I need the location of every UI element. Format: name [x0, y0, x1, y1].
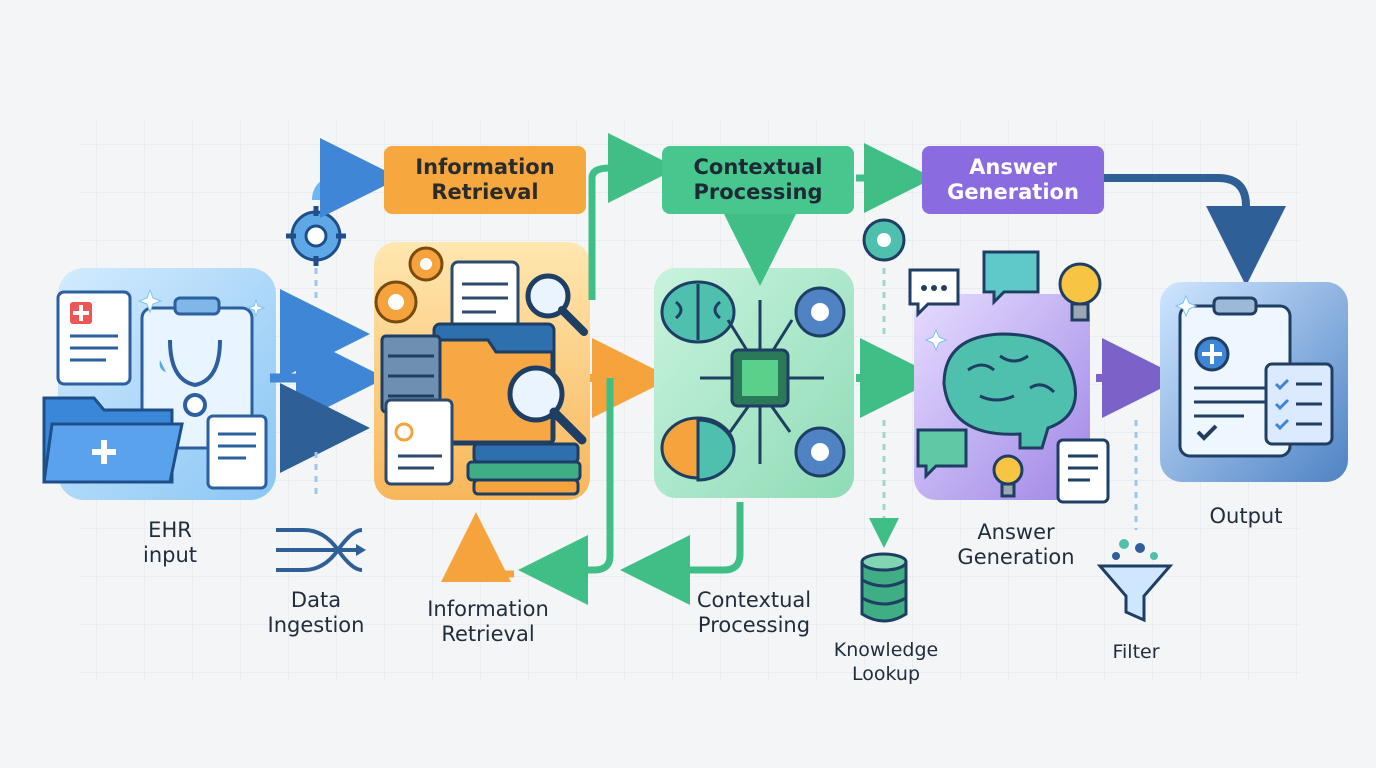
information-retrieval-panel — [374, 242, 590, 500]
ehr-input-panel — [42, 268, 276, 500]
contextual-processing-label: Contextual Processing — [696, 588, 812, 637]
knowledge-lookup-label: Knowledge Lookup — [833, 639, 939, 685]
information-retrieval-label: Information Retrieval — [427, 597, 549, 646]
documents-icon — [1056, 438, 1110, 504]
magnifier-icon — [507, 273, 588, 445]
answer-generation-tag-text: Answer Generation — [947, 155, 1079, 204]
speech-bubble-icon — [908, 250, 1040, 480]
feedback-loop-arrows — [441, 133, 744, 605]
checklist-icon — [1264, 362, 1334, 446]
medical-document-icon — [56, 290, 132, 386]
sparkle-decorations — [137, 288, 1198, 352]
answer-generation-panel — [908, 250, 1110, 504]
contextual-processing-tag: Contextual Processing — [662, 146, 854, 214]
information-retrieval-tag-text: Information Retrieval — [415, 155, 555, 204]
answer-generation-tag: Answer Generation — [922, 146, 1104, 214]
documents-icon — [384, 398, 454, 486]
books-icon — [466, 442, 582, 496]
medical-folder-icon — [42, 396, 184, 484]
gear-icon — [286, 206, 346, 266]
gear-icon — [374, 246, 444, 324]
funnel-icon — [1096, 539, 1174, 623]
medical-document-icon — [206, 414, 268, 490]
brain-icon — [660, 416, 736, 482]
contextual-processing-panel — [654, 206, 854, 498]
lightbulb-icon — [992, 262, 1102, 498]
data-ingestion-label: Data Ingestion — [267, 588, 365, 637]
output-panel — [1160, 282, 1348, 482]
filter-label: Filter — [1112, 641, 1160, 663]
database-icon — [860, 552, 908, 623]
information-retrieval-tag: Information Retrieval — [384, 146, 586, 214]
gear-icon — [794, 286, 846, 478]
output-label: Output — [1209, 504, 1283, 528]
chip-icon — [700, 300, 824, 464]
server-icon — [380, 334, 442, 414]
merge-arrows-icon — [276, 528, 366, 572]
ingestion-arrows — [270, 289, 386, 473]
answer-generation-label: Answer Generation — [957, 520, 1075, 569]
contextual-processing-tag-text: Contextual Processing — [693, 155, 823, 204]
brain-icon — [660, 280, 736, 344]
ehr-input-label: EHR input — [142, 518, 198, 567]
gear-icon — [862, 218, 906, 262]
brain-icon — [942, 332, 1077, 450]
checklist-icon — [1178, 296, 1292, 458]
